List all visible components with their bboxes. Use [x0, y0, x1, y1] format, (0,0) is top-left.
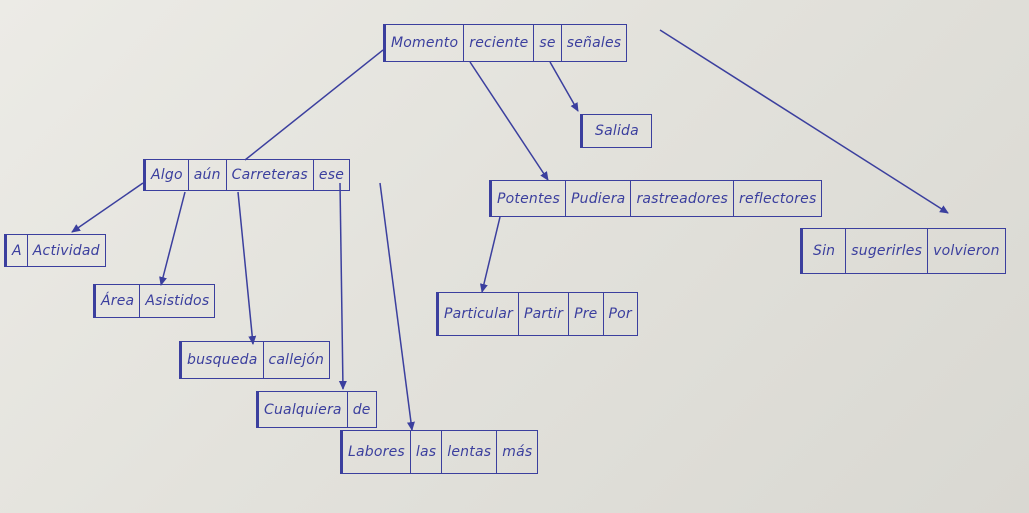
node-root-word: Momento	[386, 25, 465, 61]
node-sin-word: Sin	[803, 229, 847, 273]
node-particular-word: Particular	[439, 293, 519, 335]
node-algo-word: aún	[189, 160, 227, 190]
node-particular-word: Partir	[519, 293, 570, 335]
node-potentes-word: Potentes	[492, 181, 566, 216]
node-busqueda-word: busqueda	[182, 342, 264, 378]
node-particular-word: Pre	[569, 293, 604, 335]
edge-root-potentes	[469, 61, 549, 181]
edge-root-sin	[659, 29, 949, 214]
node-root-word: señales	[566, 35, 622, 51]
edge-potentes-particular	[479, 216, 501, 293]
node-salida-word: Salida	[595, 123, 639, 139]
edge-root-algo	[244, 49, 384, 161]
node-algo: Algo aún Carreteras ese	[143, 159, 351, 191]
node-labores-word: lentas	[442, 431, 498, 473]
node-potentes-word: Pudiera	[566, 181, 632, 216]
edge-algo-busqueda	[237, 191, 257, 345]
node-algo-word: ese	[318, 167, 345, 183]
node-particular-word: Por	[608, 306, 632, 322]
node-busqueda-word: callejón	[268, 352, 325, 368]
node-area-word: Asistidos	[145, 293, 210, 309]
edge-algo-actividad	[71, 182, 144, 233]
edge-algo-cualquiera	[338, 182, 347, 390]
node-potentes-word: reflectores	[739, 190, 817, 207]
edge-algo-area	[159, 191, 186, 286]
node-algo-word: Algo	[146, 160, 189, 190]
node-root-word: se	[534, 25, 562, 61]
node-root: Momento reciente se señales	[383, 24, 628, 62]
node-potentes-word: rastreadores	[631, 181, 735, 216]
node-algo-word: Carreteras	[227, 160, 314, 190]
edge-root-salida	[549, 61, 579, 112]
node-actividad-word: Actividad	[32, 242, 100, 259]
node-labores: Labores las lentas más	[340, 430, 539, 474]
node-labores-word: Labores	[343, 431, 411, 473]
node-sin-word: sugerirles	[846, 229, 929, 273]
node-cualquiera: Cualquiera de	[256, 391, 377, 428]
node-sin: Sin sugerirles volvieron	[800, 228, 1006, 274]
node-potentes: Potentes Pudiera rastreadores reflectore…	[489, 180, 823, 217]
node-sin-word: volvieron	[933, 243, 1000, 259]
node-labores-word: las	[411, 431, 443, 473]
node-particular: Particular Partir Pre Por	[436, 292, 638, 336]
node-root-word: reciente	[464, 25, 535, 61]
node-actividad-word: A	[7, 235, 28, 266]
node-area: Área Asistidos	[93, 284, 216, 318]
node-busqueda: busqueda callejón	[179, 341, 331, 379]
node-actividad: A Actividad	[4, 234, 106, 267]
node-labores-word: más	[502, 444, 533, 460]
edge-algo-labores	[379, 182, 415, 431]
node-area-word: Área	[96, 285, 141, 317]
node-salida: Salida	[580, 114, 652, 148]
node-cualquiera-word: Cualquiera	[259, 392, 348, 427]
node-cualquiera-word: de	[352, 401, 371, 418]
